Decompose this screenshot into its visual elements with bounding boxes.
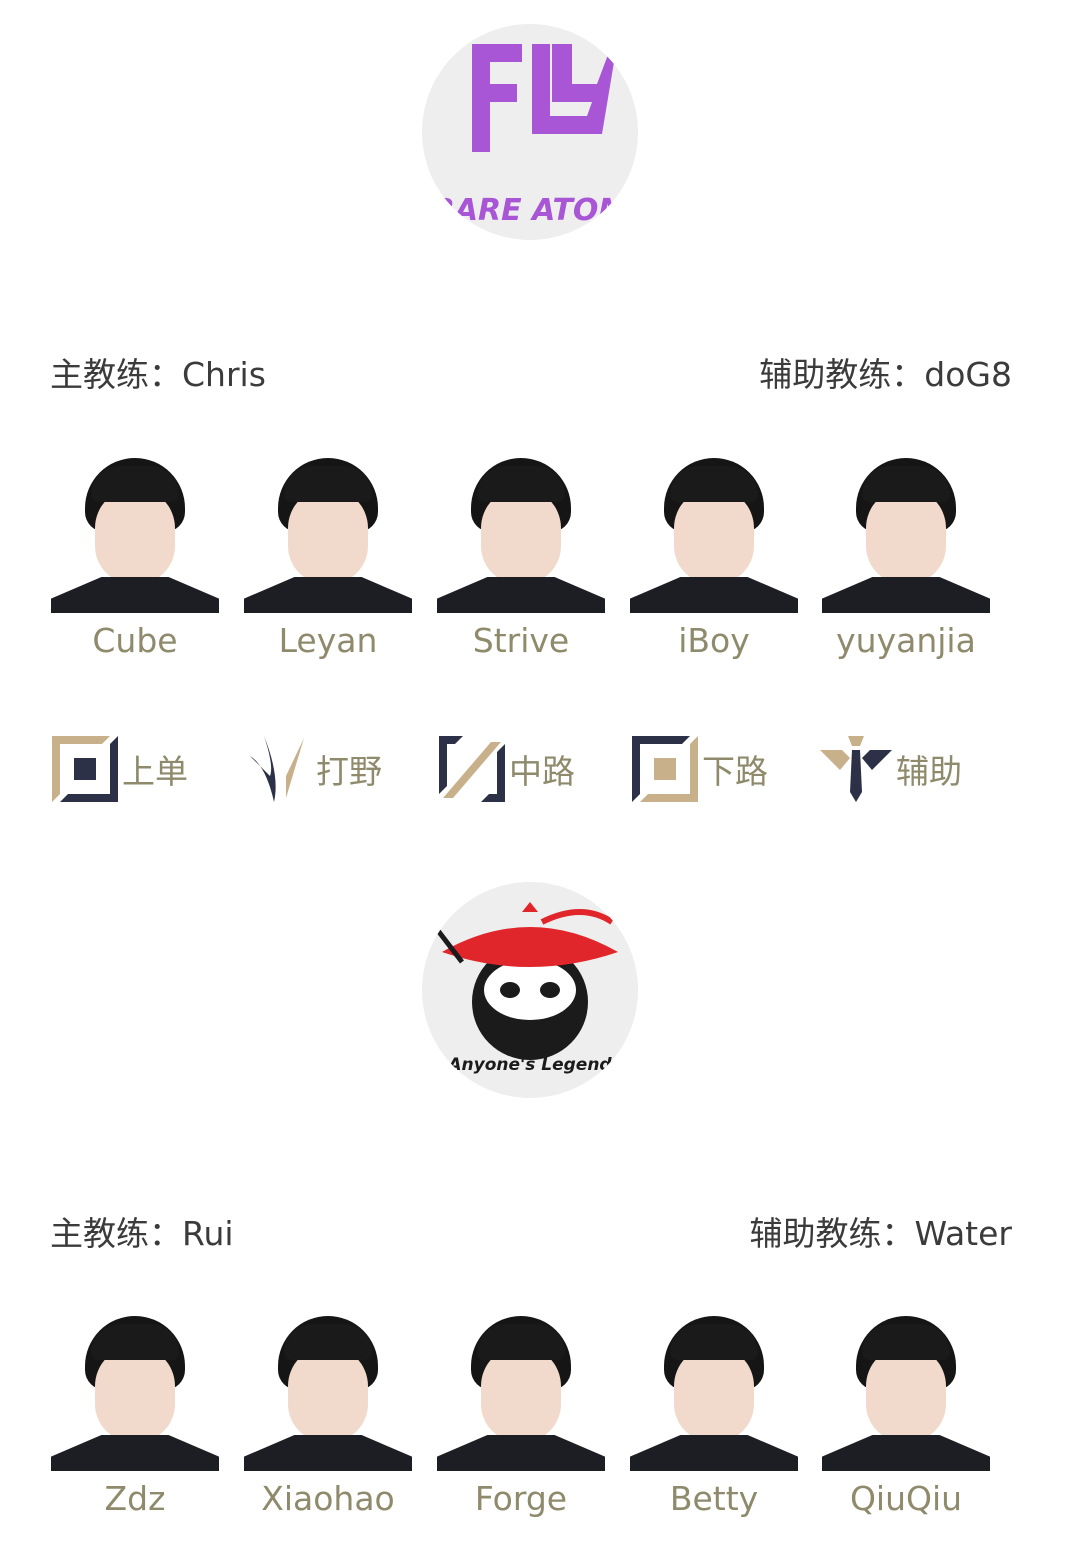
player-name: Cube [92,621,178,660]
player-name: Xiaohao [261,1479,395,1518]
svg-text:RARE ATOM: RARE ATOM [432,193,629,228]
player-photo [51,458,219,613]
mid-lane-icon [439,736,505,802]
role-bot: 下路 [632,736,768,802]
assistant-coach: 辅助教练：Water [749,1214,1012,1253]
player-card: Forge [437,1316,605,1518]
support-icon [820,736,892,802]
top-lane-icon [52,736,118,802]
player-photo [437,1316,605,1471]
assistant-coach: 辅助教练：doG8 [759,355,1012,394]
player-card: yuyanjia [822,458,990,660]
player-card: Xiaohao [244,1316,412,1518]
role-support: 辅助 [820,736,962,802]
jungle-icon [250,736,304,802]
rare-atom-logo: RARE ATOM [422,24,638,240]
role-mid: 中路 [439,736,575,802]
player-name: Forge [474,1479,568,1518]
player-photo [822,458,990,613]
player-photo [51,1316,219,1471]
role-top: 上单 [52,736,188,802]
player-card: Leyan [244,458,412,660]
head-coach: 主教练：Rui [50,1214,234,1253]
player-card: QiuQiu [822,1316,990,1518]
player-photo [630,458,798,613]
player-name: Strive [472,621,570,660]
player-name: Leyan [278,621,378,660]
player-photo [630,1316,798,1471]
svg-text:Anyone's Legend: Anyone's Legend [446,1055,612,1075]
role-jungle: 打野 [246,736,382,802]
player-photo [244,458,412,613]
player-card: Cube [51,458,219,660]
player-photo [437,458,605,613]
player-card: Strive [437,458,605,660]
head-coach: 主教练：Chris [50,355,266,394]
player-name: Betty [669,1479,759,1518]
player-name: iBoy [678,621,750,660]
player-photo [822,1316,990,1471]
player-card: Zdz [51,1316,219,1518]
player-card: Betty [630,1316,798,1518]
player-name: yuyanjia [836,621,976,660]
player-name: QiuQiu [849,1479,963,1518]
bot-lane-icon [632,736,698,802]
player-name: Zdz [104,1479,166,1518]
player-card: iBoy [630,458,798,660]
anyones-legend-logo: Anyone's Legend [422,882,638,1098]
player-photo [244,1316,412,1471]
